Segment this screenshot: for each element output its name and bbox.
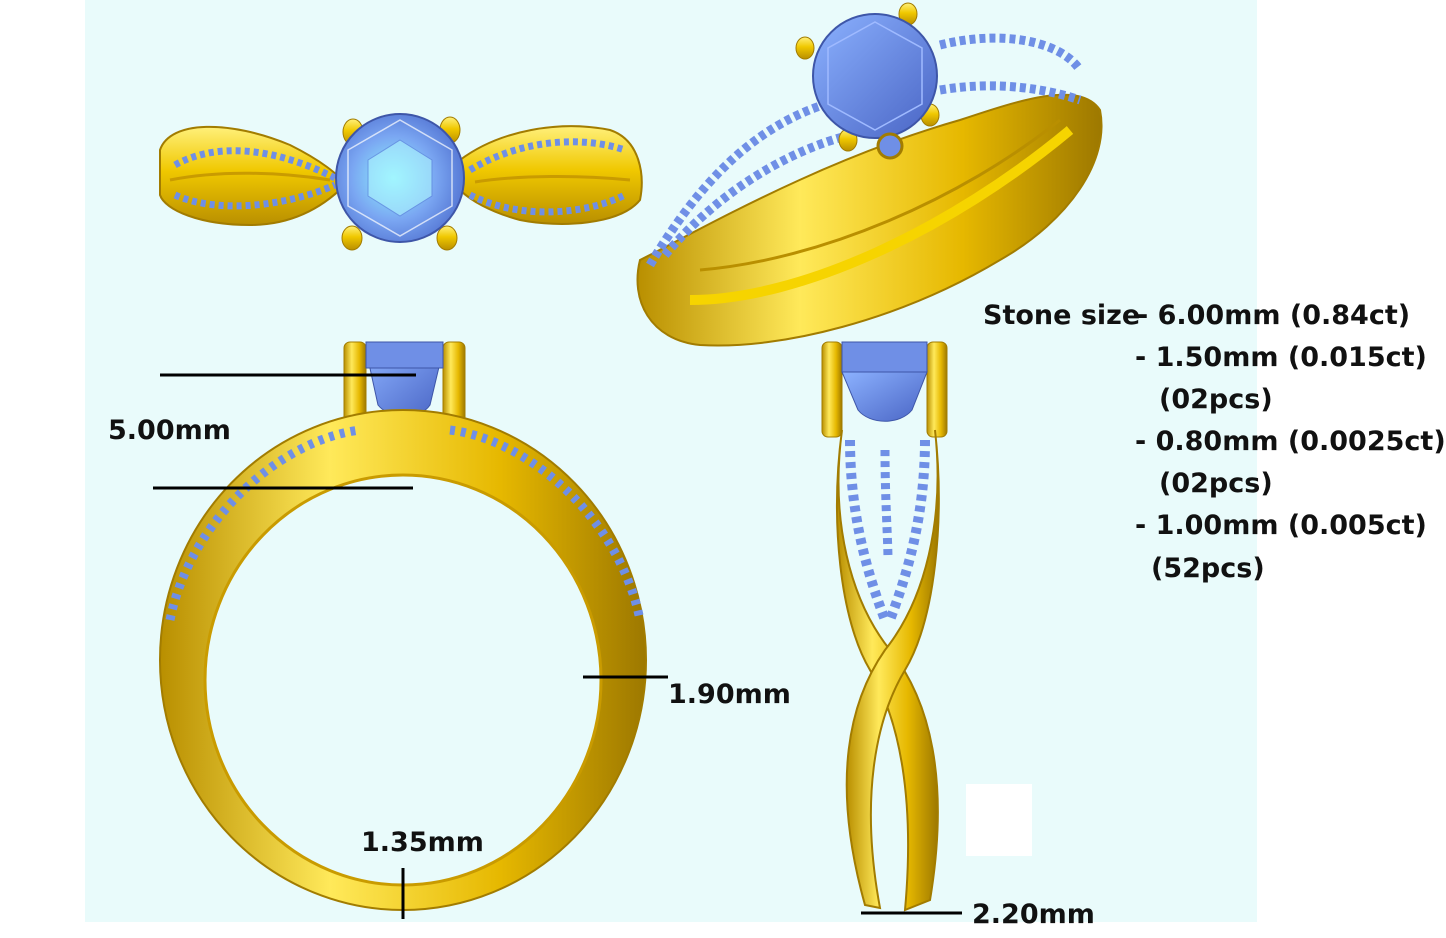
perspective-view xyxy=(636,2,1103,347)
top-view xyxy=(159,113,643,251)
blank-box xyxy=(966,784,1032,856)
stone-spec-heading: Stone size xyxy=(983,300,1141,331)
stone-spec-line: - 6.00mm (0.84ct) xyxy=(1137,300,1411,331)
side-view xyxy=(821,341,962,915)
front-view xyxy=(153,341,668,919)
stone-spec-line: - 1.00mm (0.005ct) xyxy=(1135,510,1427,541)
stone-spec-line: - 1.50mm (0.015ct) xyxy=(1135,342,1427,373)
stone-spec-line: - 0.80mm (0.0025ct) xyxy=(1135,426,1446,457)
stone-spec-line: (02pcs) xyxy=(1159,468,1273,499)
dim-band-width: 2.20mm xyxy=(972,899,1095,930)
dim-shank-side: 1.90mm xyxy=(668,679,791,710)
stone-spec-line: (52pcs) xyxy=(1151,553,1265,584)
dim-shank-bottom: 1.35mm xyxy=(361,827,484,858)
stone-spec-line: (02pcs) xyxy=(1159,384,1273,415)
dim-setting-height: 5.00mm xyxy=(108,415,231,446)
